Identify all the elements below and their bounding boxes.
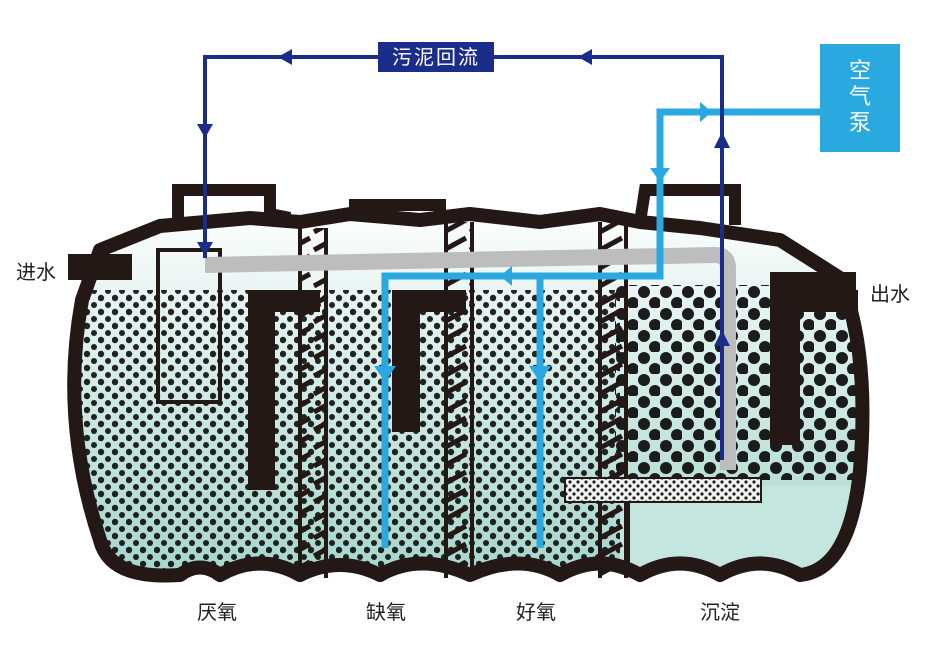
zone-label-anoxic: 缺氧 (366, 600, 406, 624)
air-pump-box: 空 气 泵 (820, 44, 900, 152)
return-arrows (197, 49, 730, 346)
manhole-left (172, 184, 292, 226)
air-pump-char-1: 空 (848, 59, 871, 84)
zone-label-sedimentation: 沉淀 (700, 600, 740, 624)
sand-filter-layer (564, 477, 762, 503)
zone-label-anaerobic: 厌氧 (197, 600, 237, 624)
zone-label-aerobic: 好氧 (516, 600, 556, 624)
outlet-label: 出水 (870, 282, 910, 306)
sludge-return-label: 污泥回流 (378, 42, 494, 72)
anaerobic-basket (156, 248, 222, 404)
gray-pipe (204, 246, 736, 470)
ladder-partitions (298, 222, 628, 578)
inlet-label: 进水 (16, 260, 56, 284)
air-pump-char-3: 泵 (848, 111, 871, 136)
air-pump-char-2: 气 (848, 85, 871, 110)
baffles (248, 290, 858, 490)
manhole-middle (349, 199, 446, 216)
air-arrows (374, 102, 712, 382)
inlet-pipe (68, 254, 132, 280)
tank-outline (67, 207, 870, 583)
manhole-right (634, 184, 741, 225)
